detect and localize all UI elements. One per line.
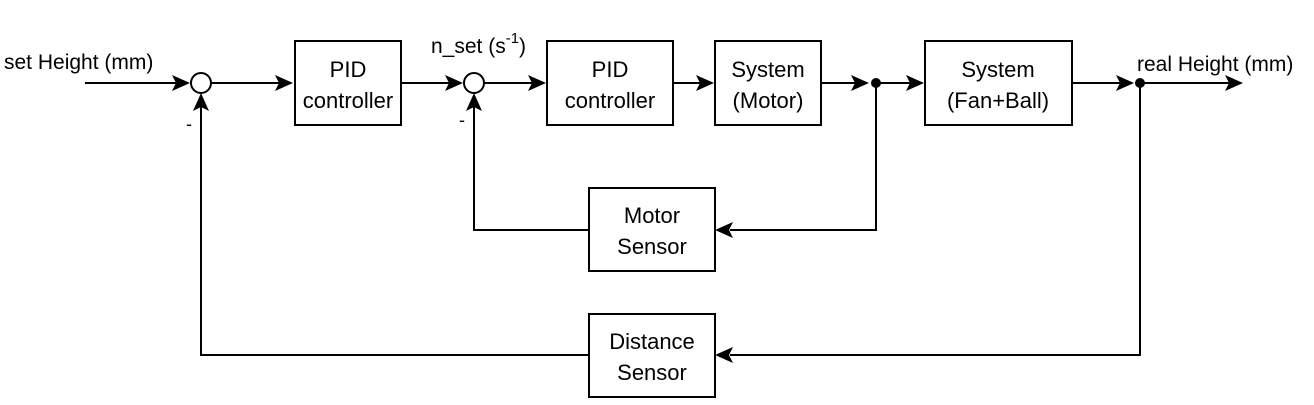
block-pid-outer: PID controller xyxy=(294,40,402,126)
wire-distance-feedback-out xyxy=(200,106,589,356)
junction-height-output xyxy=(1135,78,1145,88)
wires xyxy=(85,82,1230,356)
block-pid-inner-line2: controller xyxy=(565,88,655,113)
block-system-motor: System (Motor) xyxy=(714,40,822,126)
block-system-fan-ball: System (Fan+Ball) xyxy=(924,40,1073,126)
block-pid-outer-line1: PID xyxy=(330,57,367,82)
block-system-motor-line1: System xyxy=(731,57,804,82)
sum-sign-inner: - xyxy=(459,110,465,130)
junction-motor-output xyxy=(871,78,881,88)
summing-junction-outer xyxy=(190,72,212,94)
block-motor-sensor-line1: Motor xyxy=(624,203,680,228)
wire-distance-feedback-in xyxy=(730,83,1141,356)
block-distance-sensor-frame xyxy=(588,313,716,398)
summing-junction-inner xyxy=(463,72,485,94)
block-motor-sensor-line2: Sensor xyxy=(617,234,687,259)
block-system-fan-ball-frame xyxy=(924,40,1073,126)
arrowhead-fan xyxy=(906,75,924,91)
block-pid-inner-frame xyxy=(546,40,674,126)
block-motor-sensor: Motor Sensor xyxy=(588,187,716,272)
arrowhead-fan-out xyxy=(1116,75,1134,91)
block-pid-inner-line1: PID xyxy=(592,57,629,82)
wire-motor-feedback-out xyxy=(473,106,589,231)
block-system-fan-ball-line2: (Fan+Ball) xyxy=(947,88,1049,113)
arrowhead-pid2 xyxy=(528,75,546,91)
inner-setpoint-label: n_set (s-1) xyxy=(431,30,526,58)
output-label: real Height (mm) xyxy=(1137,53,1293,76)
input-label: set Height (mm) xyxy=(4,51,153,74)
sum-sign-outer: - xyxy=(186,114,192,134)
arrowhead-sum1-feedback xyxy=(193,93,209,111)
block-system-fan-ball-line1: System xyxy=(961,57,1034,82)
block-system-motor-line2: (Motor) xyxy=(733,88,804,113)
block-distance-sensor: Distance Sensor xyxy=(588,313,716,398)
block-system-motor-frame xyxy=(714,40,822,126)
arrowhead-sum1 xyxy=(172,75,190,91)
block-pid-outer-frame xyxy=(294,40,402,126)
block-distance-sensor-line2: Sensor xyxy=(617,360,687,385)
block-pid-inner: PID controller xyxy=(546,40,674,126)
block-motor-sensor-frame xyxy=(588,187,716,272)
block-distance-sensor-line1: Distance xyxy=(609,329,695,354)
wire-motor-feedback-in xyxy=(730,83,877,231)
inner-setpoint-close: ) xyxy=(519,35,526,58)
arrowhead-junction xyxy=(851,75,869,91)
arrowheads xyxy=(172,75,1243,363)
arrowhead-motor xyxy=(696,75,714,91)
arrowhead-sum2-feedback xyxy=(466,93,482,111)
arrowhead-sum2 xyxy=(445,75,463,91)
block-pid-outer-line2: controller xyxy=(303,88,393,113)
inner-setpoint-base: n_set (s xyxy=(431,35,506,58)
arrowhead-motor-sensor xyxy=(715,222,733,238)
arrowhead-pid1 xyxy=(275,75,293,91)
arrowhead-distance-sensor xyxy=(715,347,733,363)
arrowhead-output xyxy=(1225,75,1243,91)
inner-setpoint-exponent: -1 xyxy=(506,30,519,47)
